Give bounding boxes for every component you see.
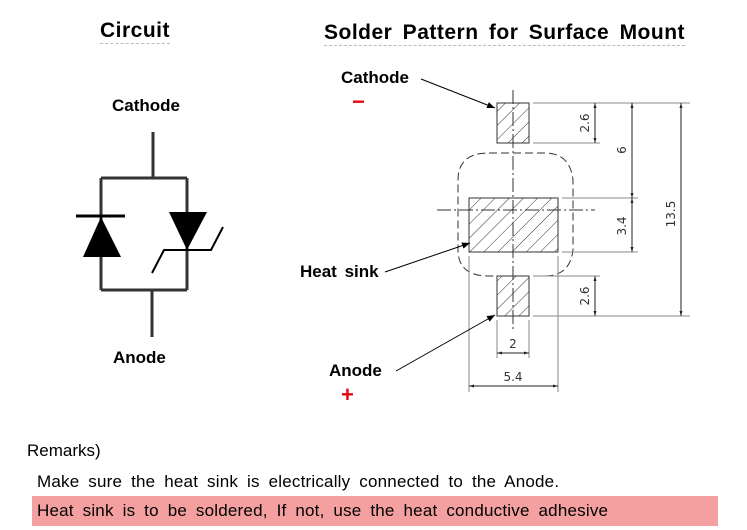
circuit-schematic (99, 132, 189, 337)
cathode-pad (496, 102, 530, 144)
dim-pad-height-bottom: 2.6 (578, 286, 592, 305)
dim-heatsink-width: 5.4 (503, 370, 522, 384)
circuit-title: Circuit (100, 19, 171, 44)
circuit-cathode-label: Cathode (112, 96, 180, 115)
dim-pad-width: 2 (509, 337, 517, 351)
dim-heatsink-height: 3.4 (615, 216, 629, 235)
anode-pad (496, 275, 530, 317)
anode-plus-mark: + (341, 382, 354, 407)
dim-pad-height-top: 2.6 (578, 113, 592, 132)
solder-pattern-title: Solder Pattern for Surface Mount (324, 21, 686, 46)
cathode-minus-mark: − (352, 89, 365, 114)
heatsink-pad (468, 197, 559, 253)
diode-symbol (76, 214, 125, 257)
heatsink-label: Heat sink (300, 262, 379, 281)
anode-leader (395, 314, 496, 372)
heatsink-leader (384, 242, 471, 273)
remark-line-1: Make sure the heat sink is electrically … (37, 472, 560, 491)
remarks-heading: Remarks) (27, 441, 101, 460)
dim-overall: 13.5 (664, 201, 678, 228)
remark-line-2-highlighted: Heat sink is to be soldered, If not, use… (32, 496, 718, 526)
tvs-zener-symbol (151, 212, 224, 274)
solder-pattern-drawing: 2.6 6 3.4 13.5 2.6 2 5.4 (384, 78, 690, 392)
solder-anode-label: Anode (329, 361, 382, 380)
cathode-leader (420, 78, 496, 109)
circuit-anode-label: Anode (113, 348, 166, 367)
solder-cathode-label: Cathode (341, 68, 409, 87)
dim-pitch: 6 (615, 146, 629, 154)
